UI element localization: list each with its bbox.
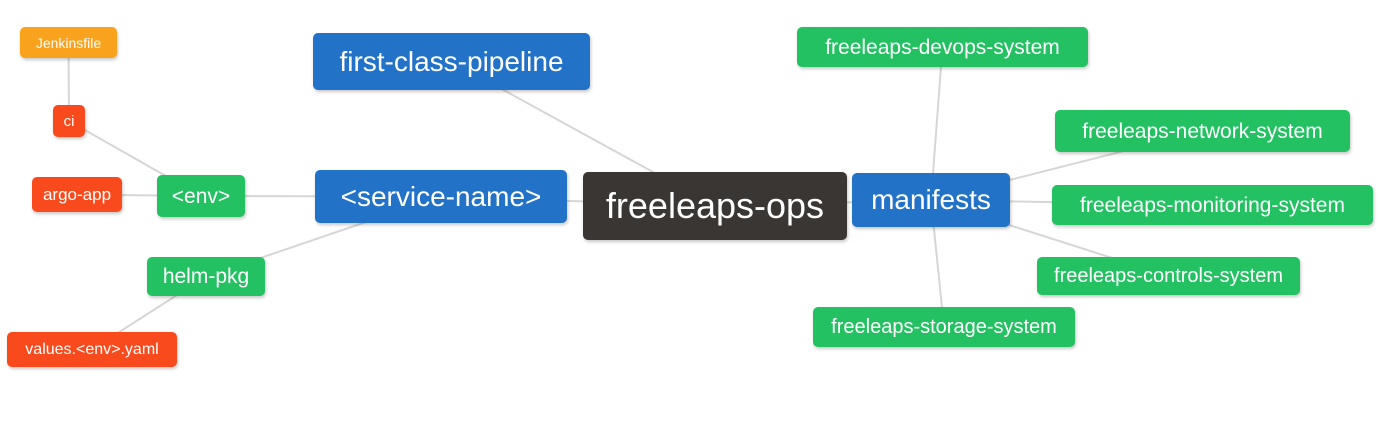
node-ci[interactable]: ci [53,105,85,137]
node-helm-pkg[interactable]: helm-pkg [147,257,265,296]
node-service-name[interactable]: <service-name> [315,170,567,223]
node-freeleaps-monitoring-system[interactable]: freeleaps-monitoring-system [1052,185,1373,225]
node-values-env-yaml[interactable]: values.<env>.yaml [7,332,177,367]
node-freeleaps-controls-system[interactable]: freeleaps-controls-system [1037,257,1300,295]
node-freeleaps-devops-system[interactable]: freeleaps-devops-system [797,27,1088,67]
node-argo-app[interactable]: argo-app [32,177,122,212]
node-freeleaps-ops-root[interactable]: freeleaps-ops [583,172,847,240]
node-jenkinsfile[interactable]: Jenkinsfile [20,27,117,58]
node-manifests[interactable]: manifests [852,173,1010,227]
node-env[interactable]: <env> [157,175,245,217]
node-freeleaps-storage-system[interactable]: freeleaps-storage-system [813,307,1075,347]
node-freeleaps-network-system[interactable]: freeleaps-network-system [1055,110,1350,152]
node-first-class-pipeline[interactable]: first-class-pipeline [313,33,590,90]
